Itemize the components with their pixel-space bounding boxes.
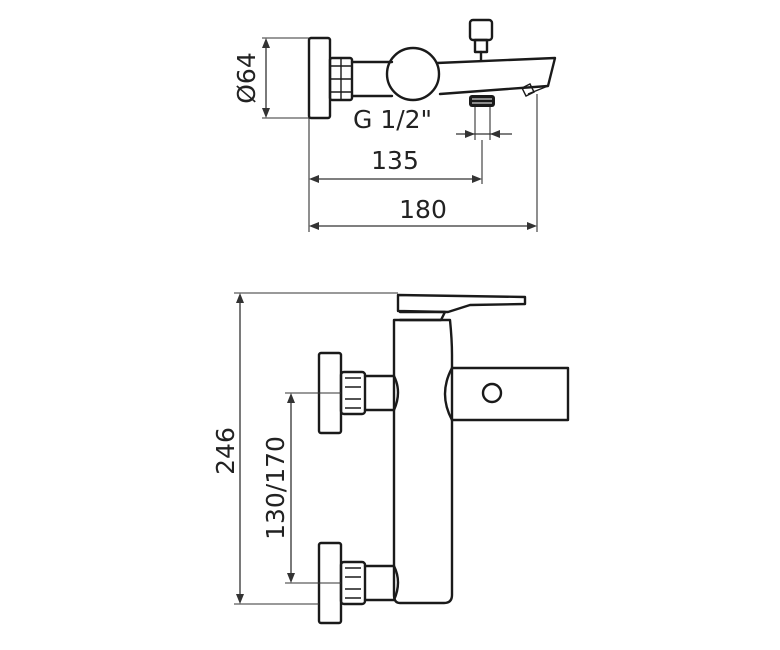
front-spout bbox=[443, 366, 570, 422]
height-label: 246 bbox=[211, 427, 240, 475]
depth-135-dimension: 135 bbox=[308, 118, 483, 232]
front-main-body bbox=[392, 318, 454, 605]
spacing-dimension: 130/170 bbox=[261, 392, 341, 584]
front-view: 246 130/170 bbox=[211, 292, 570, 625]
height-dimension: 246 bbox=[211, 292, 398, 605]
top-diverter-knob bbox=[468, 18, 494, 62]
thread-dimension: G 1/2" bbox=[353, 105, 512, 138]
depth-180-label: 180 bbox=[399, 195, 447, 224]
depth-180-dimension: 180 bbox=[309, 94, 538, 232]
depth-135-label: 135 bbox=[371, 146, 419, 175]
top-spout bbox=[435, 56, 557, 96]
spacing-label: 130/170 bbox=[261, 436, 290, 540]
front-diverter-circle bbox=[481, 382, 503, 404]
top-wall-flange bbox=[307, 36, 332, 120]
top-mixer-body bbox=[350, 60, 394, 98]
top-mixer-cylinder bbox=[385, 46, 441, 102]
top-view: Ø64 G 1/2" 135 180 bbox=[232, 18, 557, 232]
front-lever-handle bbox=[396, 293, 527, 314]
top-eccentric-nut bbox=[328, 56, 354, 102]
diameter-dimension: Ø64 bbox=[232, 37, 309, 119]
thread-label: G 1/2" bbox=[353, 105, 432, 134]
diameter-label: Ø64 bbox=[232, 52, 261, 104]
